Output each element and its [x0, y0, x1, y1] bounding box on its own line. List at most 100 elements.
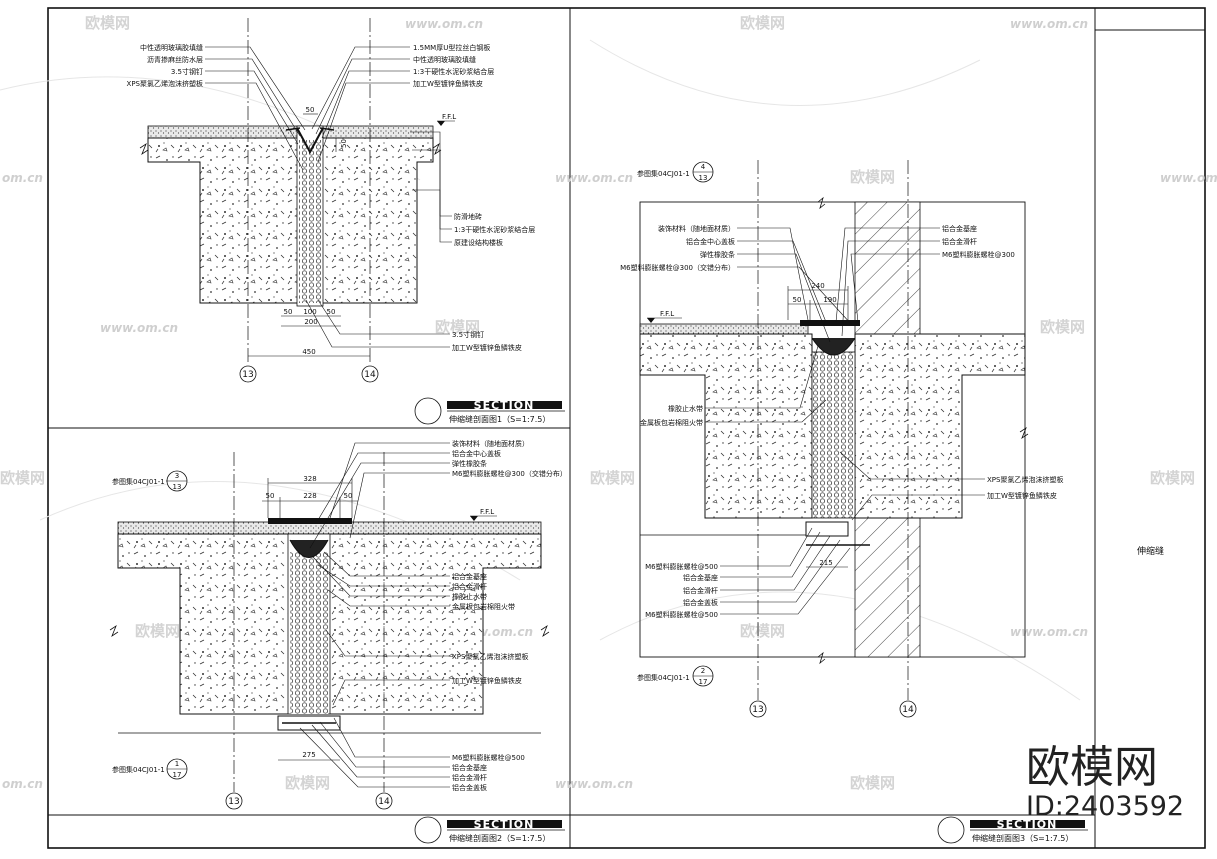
rubber-waterstop [811, 337, 856, 356]
label-anchor-bolt-500: M6塑料膨胀螺栓@500 [452, 753, 525, 762]
structural-slab-left [639, 333, 813, 519]
label-xps-board: XPS聚氯乙烯泡沫挤塑板 [452, 652, 528, 661]
ffl-marker: F.F.L [480, 508, 494, 516]
section-bubble [414, 397, 442, 425]
watermark-text: 欧模网 [435, 318, 480, 336]
axis-label-13: 13 [752, 705, 763, 715]
dim-bottom: 275 [302, 751, 315, 759]
dim-bottom: 215 [819, 559, 832, 567]
watermark-url: om.cn [2, 171, 43, 185]
ffl-marker: F.F.L [660, 310, 674, 318]
section-bubble [937, 816, 965, 844]
label-fire-barrier: 金属板包岩棉阻火带 [640, 418, 703, 427]
watermark-text: 欧模网 [0, 469, 45, 487]
dim-b3: 50 [327, 308, 336, 316]
ref-den: 13 [699, 174, 708, 182]
xps-board-fill [299, 140, 321, 303]
ref-num: 2 [701, 667, 705, 675]
section-word: SECTION [474, 818, 535, 831]
dim-b1: 50 [284, 308, 293, 316]
watermark-url: www.om.cn [405, 17, 483, 31]
brand-logo-text: 欧模网 [1026, 742, 1158, 793]
watermark-url: www.om.cn [555, 171, 633, 185]
dim-right: 190 [823, 296, 836, 304]
watermark-url: www.om.cn [1010, 17, 1088, 31]
ref-den: 17 [173, 771, 182, 779]
label-finish-material: 装饰材料（随地面材质） [452, 439, 529, 448]
watermark-text: 欧模网 [285, 774, 330, 792]
u-steel-plate [296, 127, 324, 155]
label-steel-nail: 3.5寸钢钉 [171, 67, 203, 76]
axis-label-14: 14 [902, 705, 914, 715]
rubber-waterstop [289, 539, 329, 558]
label-aluminium-cover: 铝合金盖板 [452, 783, 487, 792]
floor-tile-layer [639, 323, 809, 335]
label-w-sheet: 加工W型镀锌鱼鳞铁皮 [452, 676, 522, 685]
drawing-title-1: 伸缩缝剖面图1（S=1:7.5） [449, 414, 550, 424]
watermark-text: 欧模网 [850, 168, 895, 186]
ref-callout-bottom: 参图集04CJ01-1 [637, 673, 690, 682]
label-joint-sealant: 中性透明玻璃胶填缝 [140, 43, 203, 52]
watermark-layer: 欧模网 www.om.cn 欧模网 www.om.cn om.cn www.om… [0, 14, 1217, 792]
structural-slab-right [854, 333, 1026, 519]
section-bubble [414, 816, 442, 844]
label-w-sheet-bottom: 加工W型镀锌鱼鳞铁皮 [452, 343, 522, 352]
label-center-cover: 铝合金中心盖板 [452, 449, 501, 458]
watermark-text: 欧模网 [1150, 469, 1195, 487]
watermark-url: www.om.cn [555, 777, 633, 791]
watermark-text: 欧模网 [85, 14, 130, 32]
aluminium-cover-plate [800, 320, 860, 326]
ref-callout-top: 参图集04CJ01-1 [112, 477, 165, 486]
label-aluminium-base: 铝合金基座 [452, 572, 487, 581]
label-mortar-layer-side: 1:3干硬性水泥砂浆结合层 [454, 225, 535, 234]
watermark-text: 欧模网 [850, 774, 895, 792]
watermark-url: www.om.cn [100, 321, 178, 335]
section-word: SECTION [474, 399, 535, 412]
label-rubber-waterstop: 橡胶止水带 [668, 404, 703, 413]
xps-board-fill [290, 552, 328, 714]
ffl-marker: F.F.L [442, 113, 456, 121]
label-xps-board: XPS聚氯乙烯泡沫挤塑板 [987, 475, 1063, 484]
watermark-text: 欧模网 [740, 14, 785, 32]
label-fire-barrier: 金属板包岩棉阻火带 [452, 602, 515, 611]
watermark-text: 欧模网 [135, 622, 180, 640]
label-anchor-bolt-300-right: M6塑料膨胀螺栓@300 [942, 250, 1015, 259]
label-u-steel: 1.5MM厚U型拉丝白钢板 [413, 43, 490, 52]
xps-board-fill [811, 351, 856, 519]
label-mortar-layer: 1:3干硬性水泥砂浆结合层 [413, 67, 494, 76]
label-waterproof-layer: 沥青掺麻丝防水层 [147, 55, 203, 64]
watermark-text: 欧模网 [590, 469, 635, 487]
dim-total: 240 [811, 282, 824, 290]
ref-den: 17 [699, 678, 708, 686]
label-rubber-strip: 弹性橡胶条 [700, 250, 735, 259]
dim-total-200: 200 [304, 318, 317, 326]
label-aluminium-slide: 铝合金滑杆 [452, 582, 487, 591]
label-anchor-bolt-300: M6塑料膨胀螺栓@300（交错分布） [620, 263, 735, 272]
watermark-text: 欧模网 [1040, 318, 1085, 336]
brand-id: ID:2403592 [1026, 791, 1184, 822]
label-aluminium-base-bottom: 铝合金基座 [683, 573, 718, 582]
watermark-url: www.om.cn [1010, 625, 1088, 639]
ref-callout-top: 参图集04CJ01-1 [637, 169, 690, 178]
label-finish-material: 装饰材料（随地面材质） [658, 224, 735, 233]
axis-label-13: 13 [242, 370, 253, 380]
label-w-sheet: 加工W型镀锌鱼鳞铁皮 [413, 79, 483, 88]
label-anchor-bolt-500: M6塑料膨胀螺栓@500 [645, 562, 718, 571]
label-aluminium-base: 铝合金基座 [942, 224, 977, 233]
label-tile: 防滑地砖 [454, 212, 482, 221]
label-aluminium-base-bottom: 铝合金基座 [452, 763, 487, 772]
dim-mid: 228 [303, 492, 316, 500]
label-xps-board: XPS聚氯乙烯泡沫挤塑板 [127, 79, 203, 88]
axis-label-14: 14 [378, 797, 390, 807]
label-aluminium-slide-bottom: 铝合金滑杆 [683, 586, 718, 595]
section-drawing-1: 13 14 F.F.L 中性透明玻璃胶填缝 沥青掺麻丝防水层 3.5寸钢钉 XP… [127, 18, 565, 425]
label-slab: 原建设结构楼板 [454, 238, 503, 247]
label-anchor-bolt-300: M6塑料膨胀螺栓@300（交错分布） [452, 469, 567, 478]
section-drawing-3: 13 14 F.F.L 参图集04CJ01-1 4 13 参图集04CJ01-1… [620, 160, 1088, 844]
dim-left: 50 [793, 296, 802, 304]
drawing-title-3: 伸缩缝剖面图3（S=1:7.5） [972, 833, 1073, 843]
label-anchor-bolt-500-2: M6塑料膨胀螺栓@500 [645, 610, 718, 619]
label-aluminium-cover: 铝合金盖板 [683, 598, 718, 607]
dim-b2: 100 [303, 308, 316, 316]
